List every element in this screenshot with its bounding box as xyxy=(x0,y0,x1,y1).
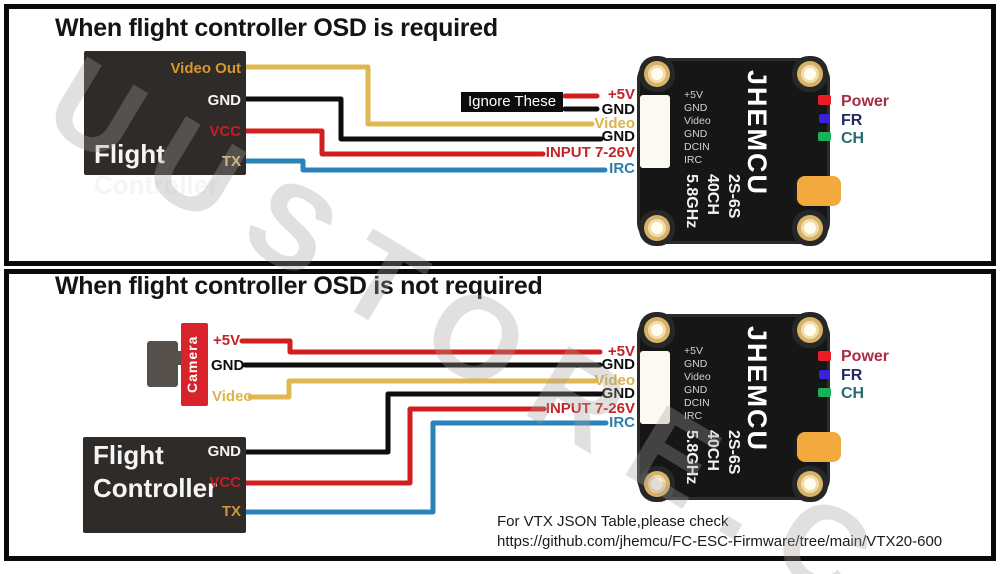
wire-label-irc-bottom: IRC xyxy=(609,414,635,431)
mounting-hole xyxy=(651,68,663,80)
vtx-specs: 2S-6S 40CH 5.8GHz xyxy=(683,430,742,485)
antenna-connector xyxy=(797,176,841,206)
wire-label-input-top: INPUT 7-26V xyxy=(545,144,635,161)
power-led xyxy=(818,351,831,361)
vtx-pin-labels: +5V GND Video GND DCIN IRC xyxy=(684,345,711,422)
wire-vcc-top xyxy=(243,128,546,157)
vtx-brand: JHEMCU xyxy=(742,326,772,453)
wire-cam-video xyxy=(247,378,599,400)
wire-gnd-top xyxy=(243,96,604,142)
wire-cam-5v xyxy=(239,338,603,355)
camera-body: Camera xyxy=(181,323,208,406)
solder-pad xyxy=(640,351,670,424)
wire-video-out xyxy=(243,64,595,127)
wire-tx-top xyxy=(243,158,608,173)
fc-pin-gnd: GND xyxy=(207,443,241,460)
ch-led xyxy=(818,132,831,141)
wire-label-5v-top: +5V xyxy=(607,86,635,103)
osd-not-required-panel xyxy=(4,269,996,561)
mounting-hole xyxy=(651,222,663,234)
fr-led xyxy=(819,370,830,379)
power-led-label: Power xyxy=(841,348,890,365)
fr-led xyxy=(819,114,830,123)
fc-pin-tx: TX xyxy=(221,503,241,520)
ignore-these-tag: Ignore These xyxy=(461,92,564,112)
osd-required-panel xyxy=(4,4,996,266)
wire-label-gnd2-top: GND xyxy=(601,128,635,145)
vtx-module-top: +5V GND Video GND DCIN IRC JHEMCU 2S-6S … xyxy=(637,58,841,244)
fc-name-line2: Controller xyxy=(94,170,219,200)
wire-label-gnd1-bottom: GND xyxy=(601,356,635,373)
ch-led xyxy=(818,388,831,397)
wire-label-input-bottom: INPUT 7-26V xyxy=(545,400,635,417)
antenna-connector xyxy=(797,432,841,462)
power-led-label: Power xyxy=(841,93,890,110)
mounting-hole xyxy=(804,324,816,336)
footer-line2: https://github.com/jhemcu/FC-ESC-Firmwar… xyxy=(497,533,943,550)
wire-fc-tx-bottom xyxy=(242,420,609,515)
mounting-hole xyxy=(651,324,663,336)
flight-controller-top: Flight Controller Video Out GND VCC TX xyxy=(84,51,246,200)
power-led xyxy=(818,95,831,105)
wire-label-gnd2-bottom: GND xyxy=(601,385,635,402)
fc-pin-video-out: Video Out xyxy=(170,60,241,77)
footer-note: For VTX JSON Table,please check https://… xyxy=(497,512,942,552)
fr-led-label: FR xyxy=(841,367,863,384)
fc-pin-vcc: VCC xyxy=(209,474,241,491)
section1-title: When flight controller OSD is required xyxy=(55,14,498,42)
mounting-hole xyxy=(804,222,816,234)
vtx-module-bottom: +5V GND Video GND DCIN IRC JHEMCU 2S-6S … xyxy=(637,314,841,500)
wire-label-irc-top: IRC xyxy=(609,160,635,177)
camera-pin-gnd: GND xyxy=(211,357,245,374)
camera-pin-video: Video xyxy=(212,388,253,405)
fc-name-line1: Flight xyxy=(94,139,165,169)
camera-pin-5v: +5V xyxy=(213,332,241,349)
vtx-pin-labels: +5V GND Video GND DCIN IRC xyxy=(684,89,711,166)
fr-led-label: FR xyxy=(841,112,863,129)
wire-fc-vcc-bottom xyxy=(242,406,547,486)
mounting-hole xyxy=(651,478,663,490)
wire-fc-gnd-bottom xyxy=(242,391,604,455)
vtx-specs: 2S-6S 40CH 5.8GHz xyxy=(683,174,742,229)
fc-pin-gnd: GND xyxy=(207,92,241,109)
ch-led-label: CH xyxy=(841,385,865,402)
footer-line1: For VTX JSON Table,please check xyxy=(497,513,729,530)
wire-label-5v-bottom: +5V xyxy=(607,343,635,360)
camera-label: Camera xyxy=(184,335,200,394)
mounting-hole xyxy=(804,68,816,80)
fc-pin-tx: TX xyxy=(221,153,241,170)
mounting-hole xyxy=(804,478,816,490)
ch-led-label: CH xyxy=(841,130,865,147)
fc-pin-vcc: VCC xyxy=(209,123,241,140)
wire-label-gnd1-top: GND xyxy=(601,101,635,118)
fc-name-line2: Controller xyxy=(93,473,218,503)
fc-name-line1: Flight xyxy=(93,440,164,470)
wire-label-video-bottom: Video xyxy=(594,372,635,389)
flight-controller-bottom: Flight Controller GND VCC TX xyxy=(83,437,246,533)
solder-pad xyxy=(640,95,670,168)
vtx-brand: JHEMCU xyxy=(742,70,772,197)
wire-label-video-top: Video xyxy=(594,115,635,132)
section2-title: When flight controller OSD is not requir… xyxy=(55,272,543,300)
